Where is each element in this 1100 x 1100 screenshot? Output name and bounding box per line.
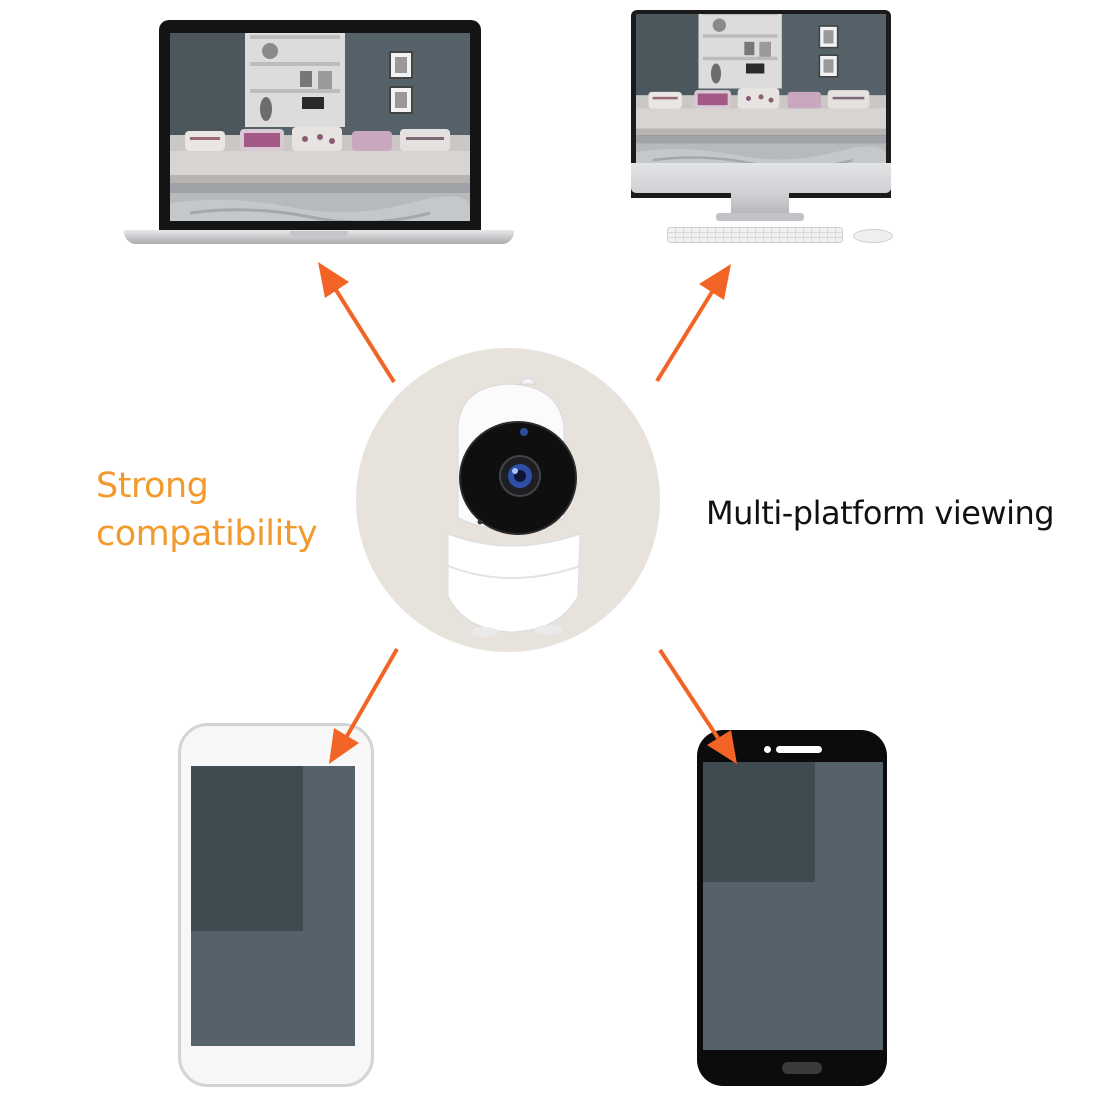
keyboard-icon [667, 227, 843, 243]
black-phone-screen [703, 762, 883, 1050]
caption-line-1: Strong [96, 466, 209, 506]
camera-icon [447, 377, 581, 637]
mouse-icon [853, 229, 893, 243]
white-phone-screen [191, 766, 355, 1046]
multi-platform-caption: Multi-platform viewing [706, 494, 1055, 532]
front-camera-dot [764, 746, 771, 753]
strong-compatibility-caption: Strong compatibility [96, 462, 376, 558]
arrow-to-white-phone [329, 648, 399, 764]
arrow-to-black-phone [658, 648, 737, 764]
earpiece-speaker [776, 746, 822, 753]
monitor-chin [631, 163, 891, 193]
laptop-hinge-notch [290, 231, 348, 236]
monitor-stand-base [716, 213, 804, 221]
home-button [782, 1062, 822, 1074]
arrow-to-laptop [318, 262, 396, 384]
caption-line-2: compatibility [96, 514, 318, 554]
laptop-base [124, 230, 514, 244]
arrow-to-monitor [655, 264, 731, 383]
